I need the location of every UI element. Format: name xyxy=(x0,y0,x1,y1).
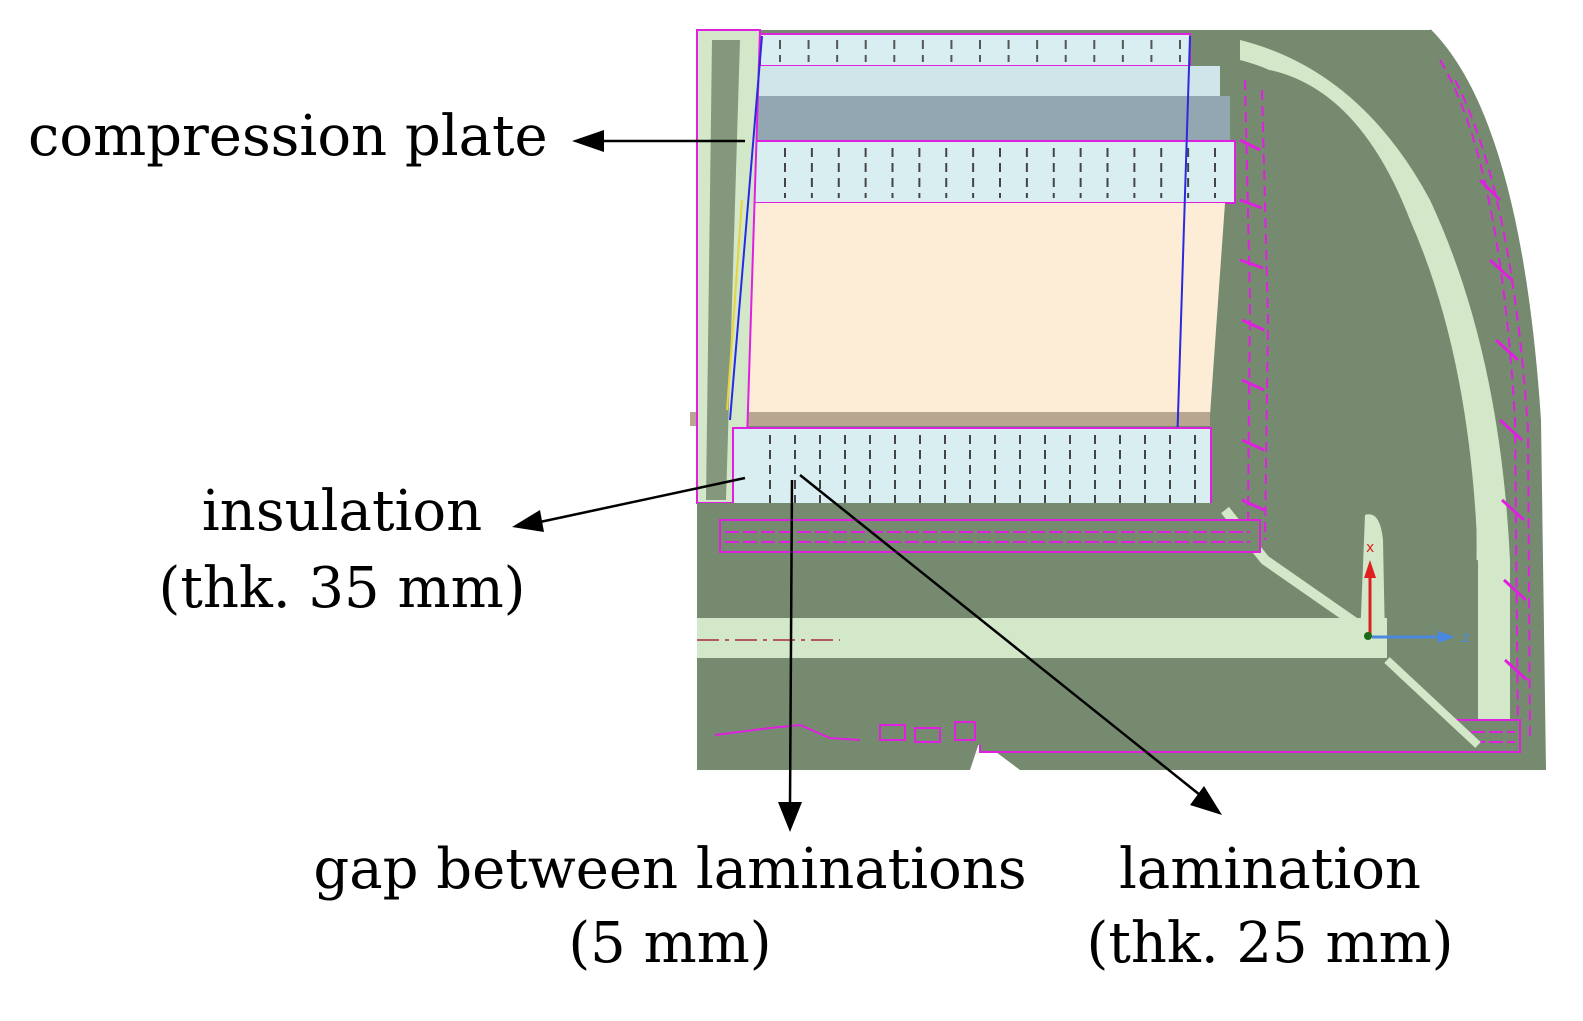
axis-x-arrow xyxy=(1364,560,1376,578)
end-ring-inner xyxy=(1270,70,1460,640)
top-gap-marks xyxy=(779,40,1181,62)
axis-origin xyxy=(1364,632,1372,640)
upper-gap-marks xyxy=(784,148,1216,198)
gap-arrow xyxy=(778,479,802,832)
bottom-strip-upper-detail xyxy=(725,531,1250,543)
compression-plate-blue-edge xyxy=(729,35,763,421)
label-compression-plate: compression plate xyxy=(28,104,548,169)
label-gap: gap between laminations xyxy=(313,837,1026,902)
shaft-band xyxy=(697,618,1387,658)
axis-z-arrow xyxy=(1438,631,1455,643)
compression-plate-strip xyxy=(706,40,740,500)
end-ring-outer-arc xyxy=(1429,29,1546,771)
axis-triad: x z xyxy=(1360,514,1469,646)
compression-plate-yellow-edge xyxy=(726,199,743,411)
bottom-small-parts xyxy=(714,721,976,743)
compression-plate-arrow xyxy=(572,130,745,152)
end-ring-face xyxy=(1240,40,1510,745)
upper-shadow-band xyxy=(750,96,1230,141)
label-insulation-thk: (thk. 35 mm) xyxy=(158,556,525,621)
axis-z-label: z xyxy=(1462,630,1469,646)
model-render: x z xyxy=(690,29,1546,771)
label-lamination-thk: (thk. 25 mm) xyxy=(1086,911,1453,976)
upper-lamination-stack xyxy=(749,140,1236,204)
core-bottom-band xyxy=(690,412,1210,426)
ring-detail-2 xyxy=(1239,138,1529,682)
end-ring-inner-arc xyxy=(1254,58,1480,561)
leader-arrows xyxy=(512,130,1222,832)
upper-lamination-top xyxy=(759,33,1191,67)
ring-detail-1 xyxy=(1244,59,1531,741)
label-lamination: lamination xyxy=(1119,837,1421,902)
label-insulation: insulation xyxy=(202,479,482,544)
annotations: compression plate insulation (thk. 35 mm… xyxy=(28,104,1454,976)
axis-x-label: x xyxy=(1366,540,1374,556)
lower-lamination-stack xyxy=(732,427,1212,511)
insulation-arrow xyxy=(512,476,746,532)
bottom-light-edge xyxy=(1384,657,1481,748)
label-gap-size: (5 mm) xyxy=(568,911,771,976)
bottom-inner-face xyxy=(697,658,1478,745)
lamination-arrow xyxy=(799,474,1222,815)
bottom-strip-upper xyxy=(719,519,1261,553)
lower-gap-marks xyxy=(769,435,1196,505)
core-region xyxy=(725,203,1225,415)
upper-band xyxy=(750,66,1220,96)
